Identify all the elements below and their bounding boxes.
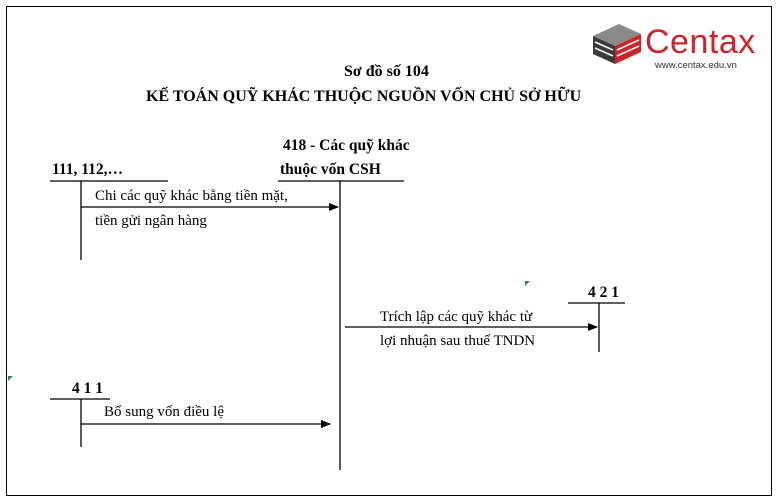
flow-cash-spending-line1: Chi các quỹ khác bằng tiền mặt, [95,188,288,204]
centax-logo-mark-icon [593,24,641,64]
flow-cash-spending-line2: tiền gửi ngân hàng [95,213,207,229]
account-411-label: 4 1 1 [72,380,103,397]
flow-profit-allocation-line2: lợi nhuận sau thuế TNDN [380,333,536,349]
diagram-title: KẾ TOÁN QUỸ KHÁC THUỘC NGUỒN VỐN CHỦ SỞ … [146,88,582,105]
account-418-label-line1: 418 - Các quỹ khác [283,137,410,154]
account-418-label-line2: thuộc vốn CSH [280,161,381,178]
flow-charter-capital-line1: Bổ sung vốn điều lệ [104,404,224,420]
flow-profit-allocation-line1: Trích lập các quỹ khác từ [380,309,533,325]
account-111-label: 111, 112,… [52,161,124,178]
account-421-label: 4 2 1 [588,284,619,301]
green-tick-icon [525,281,530,286]
diagram-number: Sơ đồ số 104 [344,63,429,80]
logo-url: www.centax.edu.vn [655,60,737,71]
centax-logo: Centax www.centax.edu.vn [589,18,769,74]
green-tick-icon [8,376,13,381]
logo-brand-name: Centax [645,23,756,61]
diagram-frame [6,6,772,496]
